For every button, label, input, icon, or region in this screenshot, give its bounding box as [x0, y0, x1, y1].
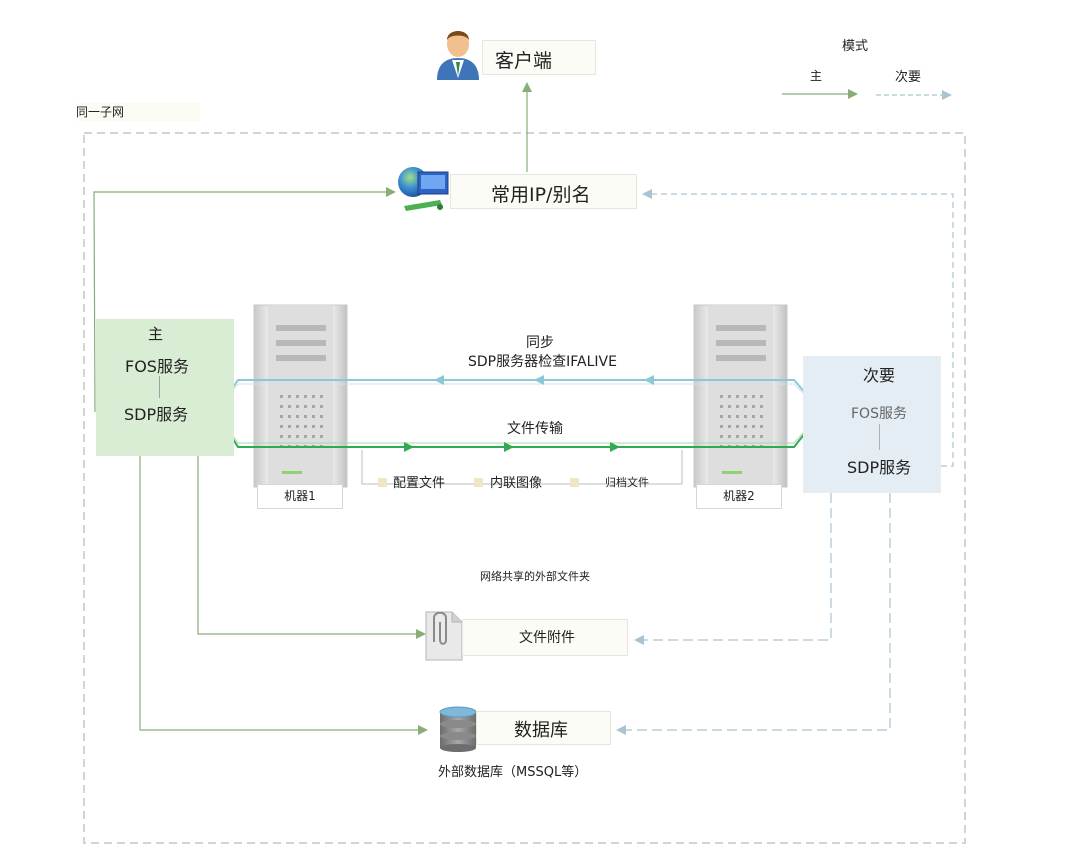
- database-label: 数据库: [514, 720, 568, 741]
- secondary-to-database-line: [616, 493, 891, 735]
- archive-file-icon: [570, 478, 579, 487]
- primary-service-connector: [159, 376, 160, 398]
- secondary-fos-service: FOS服务: [851, 406, 907, 422]
- file-bracket: [361, 450, 683, 485]
- primary-to-attachments-line: [197, 456, 426, 639]
- inline-images-icon: [474, 478, 483, 487]
- database-icon: [439, 706, 477, 752]
- primary-title: 主: [148, 325, 164, 343]
- primary-to-database-line: [139, 456, 428, 735]
- client-label: 客户端: [495, 50, 553, 72]
- subnet-boundary: [83, 132, 966, 844]
- secondary-panel: 次要 FOS服务 SDP服务: [803, 356, 941, 493]
- subnet-label: 同一子网: [76, 103, 200, 121]
- network-globe-icon: [398, 167, 449, 211]
- server-1-icon: [253, 304, 348, 488]
- secondary-title: 次要: [863, 366, 896, 385]
- machine-2-label: 机器2: [696, 484, 782, 509]
- primary-sdp-service: SDP服务: [124, 405, 189, 424]
- archive-file-label: 归档文件: [605, 476, 649, 489]
- legend-primary-label: 主: [810, 69, 823, 83]
- secondary-to-attachments-line: [634, 493, 832, 645]
- share-caption: 网络共享的外部文件夹: [480, 570, 590, 583]
- database-caption: 外部数据库（MSSQL等）: [438, 765, 588, 780]
- attachment-icon: [425, 611, 463, 661]
- legend-title: 模式: [842, 39, 869, 54]
- inline-images-label: 内联图像: [490, 476, 543, 491]
- secondary-to-ip-line: [642, 189, 954, 467]
- primary-panel: 主 FOS服务 SDP服务: [96, 319, 234, 456]
- primary-to-ip-line: [93, 187, 396, 413]
- server-2-icon: [693, 304, 788, 488]
- transfer-label: 文件传输: [507, 421, 563, 437]
- attachments-label: 文件附件: [519, 630, 575, 646]
- database-node: 数据库: [476, 711, 611, 745]
- secondary-service-connector: [879, 424, 880, 450]
- common-ip-node: 常用IP/别名: [450, 174, 637, 209]
- config-file-icon: [378, 478, 387, 487]
- sync-detail-label: SDP服务器检查IFALIVE: [468, 354, 617, 370]
- primary-fos-service: FOS服务: [125, 357, 189, 376]
- sync-label: 同步: [526, 335, 554, 351]
- attachments-node: 文件附件: [462, 619, 628, 656]
- secondary-sdp-service: SDP服务: [847, 458, 912, 477]
- person-icon: [437, 31, 479, 80]
- client-node: 客户端: [482, 40, 596, 75]
- machine-1-label: 机器1: [257, 484, 343, 509]
- common-ip-label: 常用IP/别名: [491, 184, 591, 206]
- config-file-label: 配置文件: [393, 476, 446, 491]
- legend-secondary-label: 次要: [895, 70, 922, 85]
